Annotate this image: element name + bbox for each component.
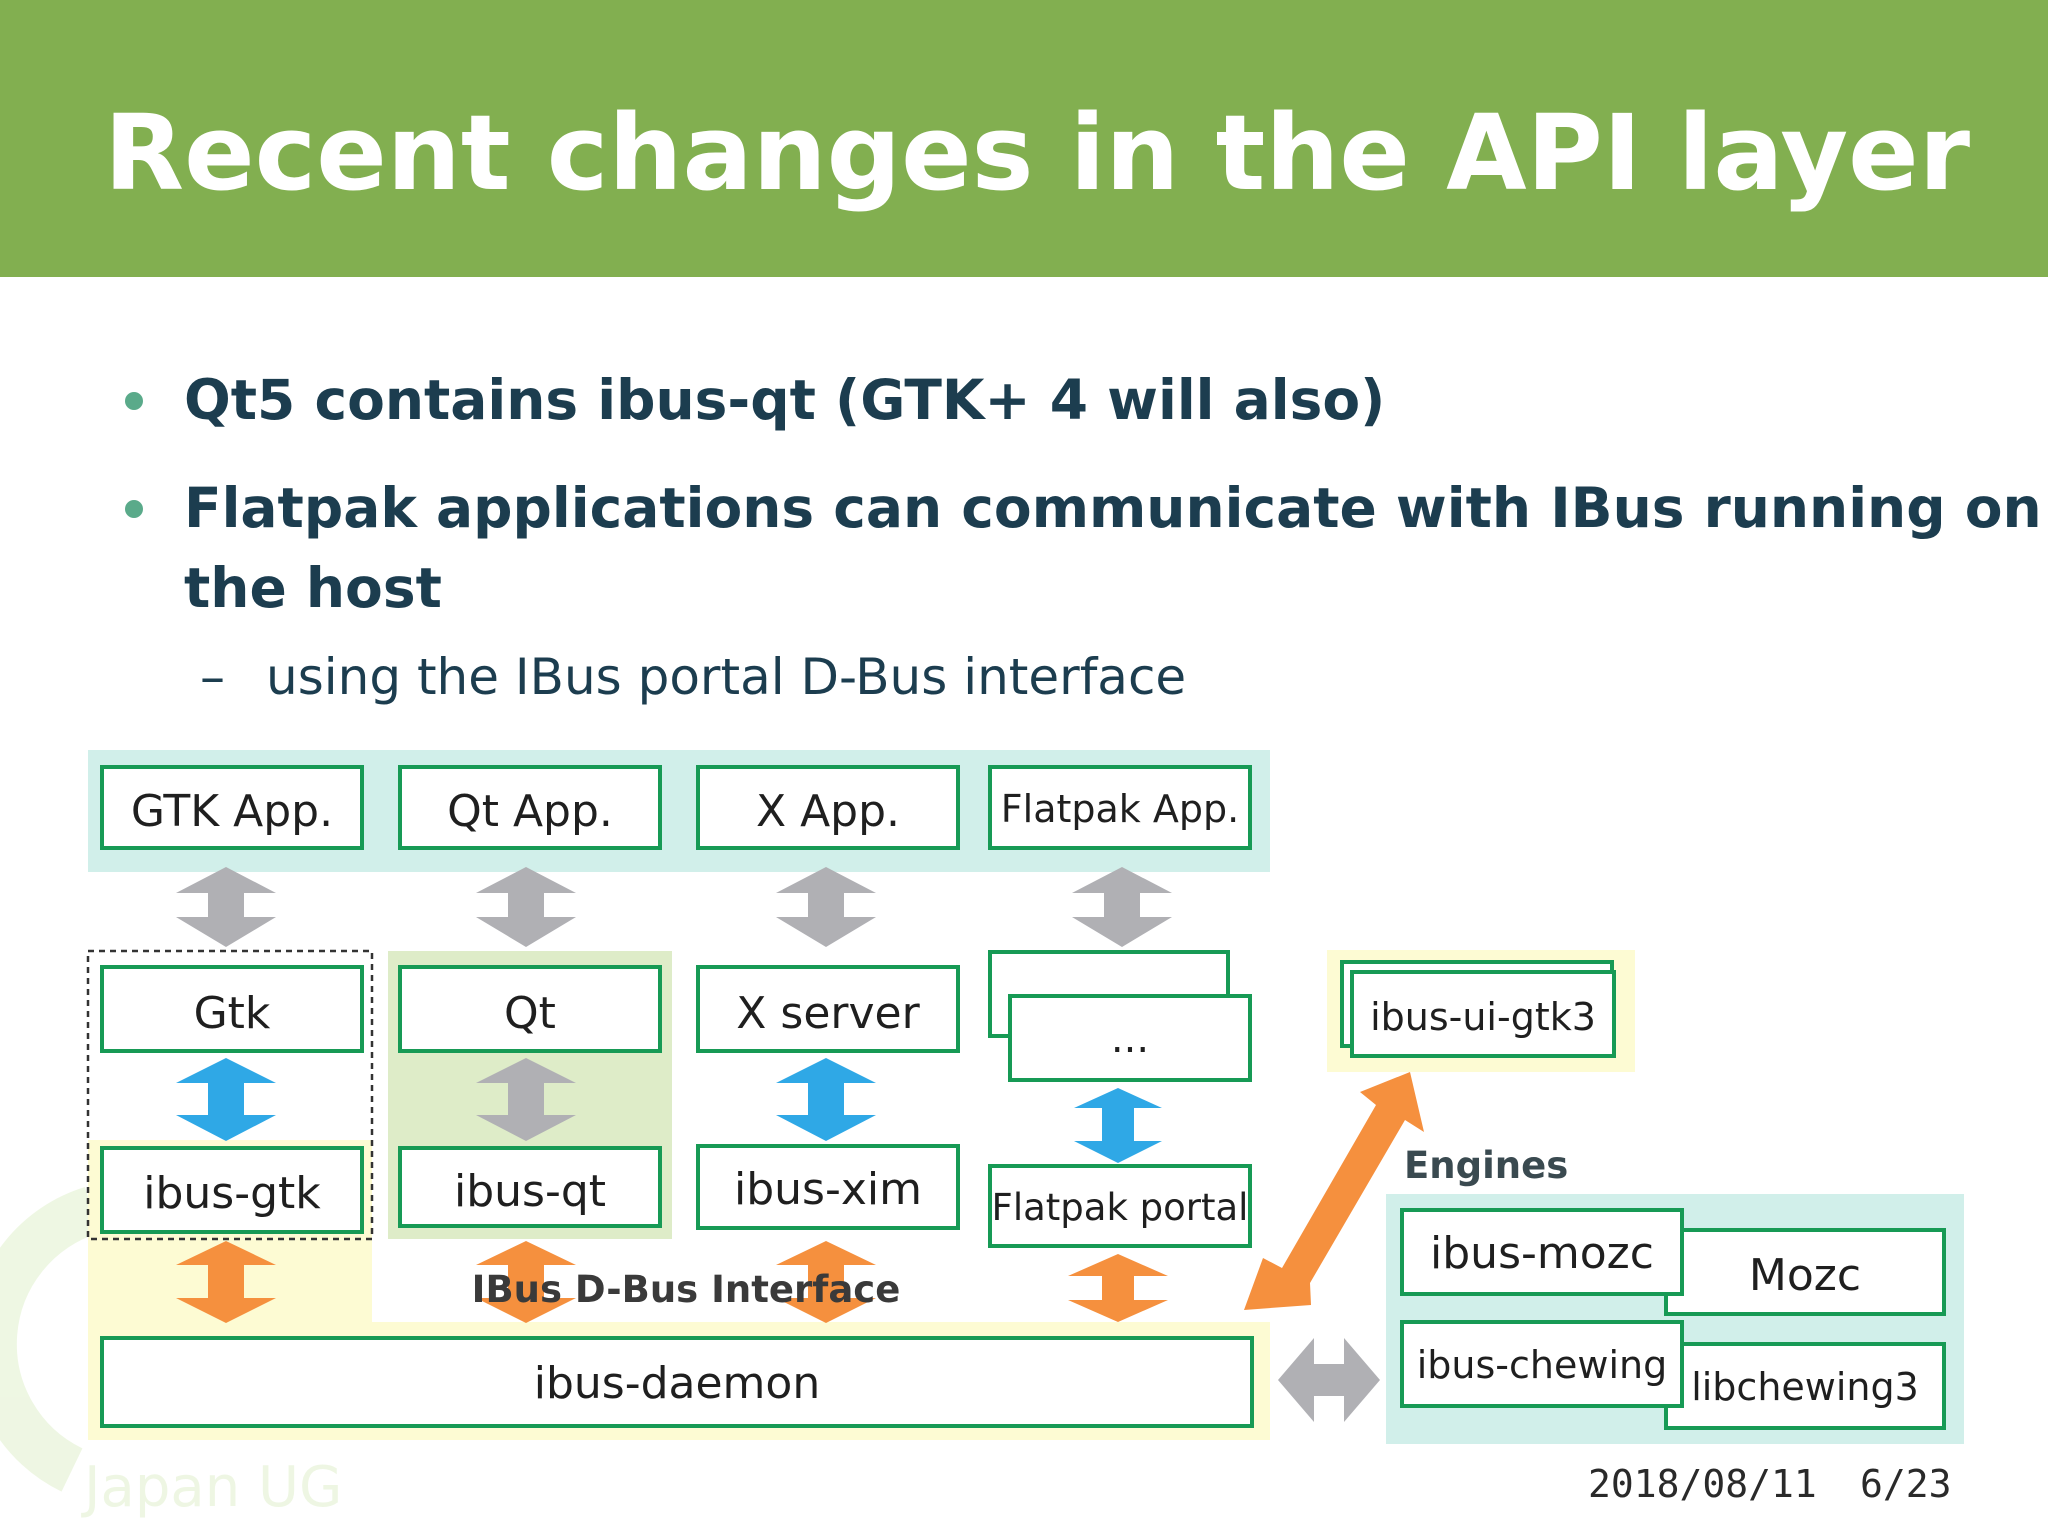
x-server-box xyxy=(696,965,960,1053)
ibus-qt-label: ibus-qt xyxy=(454,1166,606,1217)
libchewing3-label: libchewing3 xyxy=(1691,1365,1919,1409)
ibus-ui-gtk3-label: ibus-ui-gtk3 xyxy=(1370,995,1596,1039)
flatpak-app-label: Flatpak App. xyxy=(1001,787,1239,831)
arrow-xserver-ibusxim xyxy=(776,1058,876,1141)
ibus-xim-box xyxy=(696,1144,960,1230)
title-bar: Recent changes in the API layer xyxy=(0,0,2048,277)
sub-bullet-marker: – xyxy=(200,648,225,706)
footer-page-number: 6/23 xyxy=(1860,1462,1952,1506)
arrow-sandbox-portal xyxy=(1074,1088,1162,1163)
panel-front-box xyxy=(1350,970,1616,1058)
bullet-1: Qt5 contains ibus-qt (GTK+ 4 will also) xyxy=(184,368,1386,432)
ibus-dbus-interface-label: IBus D-Bus Interface xyxy=(472,1268,901,1311)
arrow-xapp-xserver xyxy=(776,867,876,947)
bullet-dot xyxy=(125,500,143,518)
arrow-flatpakapp-sandbox xyxy=(1072,867,1172,947)
ibus-xim-label: ibus-xim xyxy=(734,1164,922,1215)
gtk-label: Gtk xyxy=(194,988,271,1039)
flatpak-portal-label: Flatpak portal xyxy=(992,1186,1249,1229)
gtk-box xyxy=(100,965,364,1053)
bullet-dot xyxy=(125,392,143,410)
arrow-ibusqt-daemon xyxy=(476,1241,576,1323)
arrow-ibusxim-daemon xyxy=(776,1241,876,1323)
arrow-daemon-panel xyxy=(1244,1072,1424,1310)
mozc-label: Mozc xyxy=(1749,1250,1861,1301)
orange-arrows xyxy=(176,1072,1424,1323)
bullet-2-continuation: the host xyxy=(184,556,442,620)
sandbox-front-box xyxy=(1008,994,1252,1082)
footer-date: 2018/08/11 xyxy=(1588,1462,1817,1506)
flatpak-app-box xyxy=(988,765,1252,850)
box-labels: GTK App. Qt App. X App. Flatpak App. Gtk… xyxy=(131,786,1919,1409)
arrow-ibusgtk-daemon xyxy=(176,1241,276,1323)
bullet-2: Flatpak applications can communicate wit… xyxy=(184,476,2042,540)
ibus-gtk-box xyxy=(100,1146,364,1234)
ibus-mozc-label: ibus-mozc xyxy=(1430,1228,1654,1279)
boxes xyxy=(100,765,1946,1430)
qt-app-box xyxy=(398,765,662,850)
qt-app-label: Qt App. xyxy=(447,786,613,837)
engines-label: Engines xyxy=(1404,1144,1568,1187)
sub-bullet: using the IBus portal D-Bus interface xyxy=(266,648,1187,706)
ibus-daemon-label: ibus-daemon xyxy=(534,1358,820,1409)
ibus-chewing-label: ibus-chewing xyxy=(1417,1343,1667,1387)
qt-box xyxy=(398,965,662,1053)
arrow-qtapp-qt xyxy=(476,867,576,947)
x-server-label: X server xyxy=(736,988,920,1039)
slide-title: Recent changes in the API layer xyxy=(104,92,1971,214)
ibus-mozc-box xyxy=(1400,1208,1684,1296)
ibus-daemon-box xyxy=(100,1336,1254,1428)
arrow-qt-ibusqt xyxy=(476,1058,576,1141)
x-app-box xyxy=(696,765,960,850)
arrow-gtk-ibusgtk xyxy=(176,1058,276,1141)
ibus-chewing-box xyxy=(1400,1320,1684,1408)
watermark-logo: Japan UG xyxy=(0,1187,342,1520)
watermark-text: Japan UG xyxy=(81,1455,342,1520)
arrow-portal-daemon xyxy=(1068,1254,1168,1322)
gray-arrows xyxy=(176,867,1380,1422)
x-app-label: X App. xyxy=(756,786,900,837)
qt-label: Qt xyxy=(504,988,556,1039)
arrow-daemon-engines xyxy=(1278,1338,1380,1422)
blue-arrows xyxy=(176,1058,1162,1163)
ibus-gtk-label: ibus-gtk xyxy=(143,1168,321,1219)
ibus-qt-box xyxy=(398,1146,662,1228)
flatpak-portal-box xyxy=(988,1164,1252,1248)
sandbox-ellipsis-label: ... xyxy=(1111,1016,1149,1062)
gtk-app-box xyxy=(100,765,364,850)
arrow-gtkapp-gtk xyxy=(176,867,276,947)
gtk-app-label: GTK App. xyxy=(131,786,333,837)
